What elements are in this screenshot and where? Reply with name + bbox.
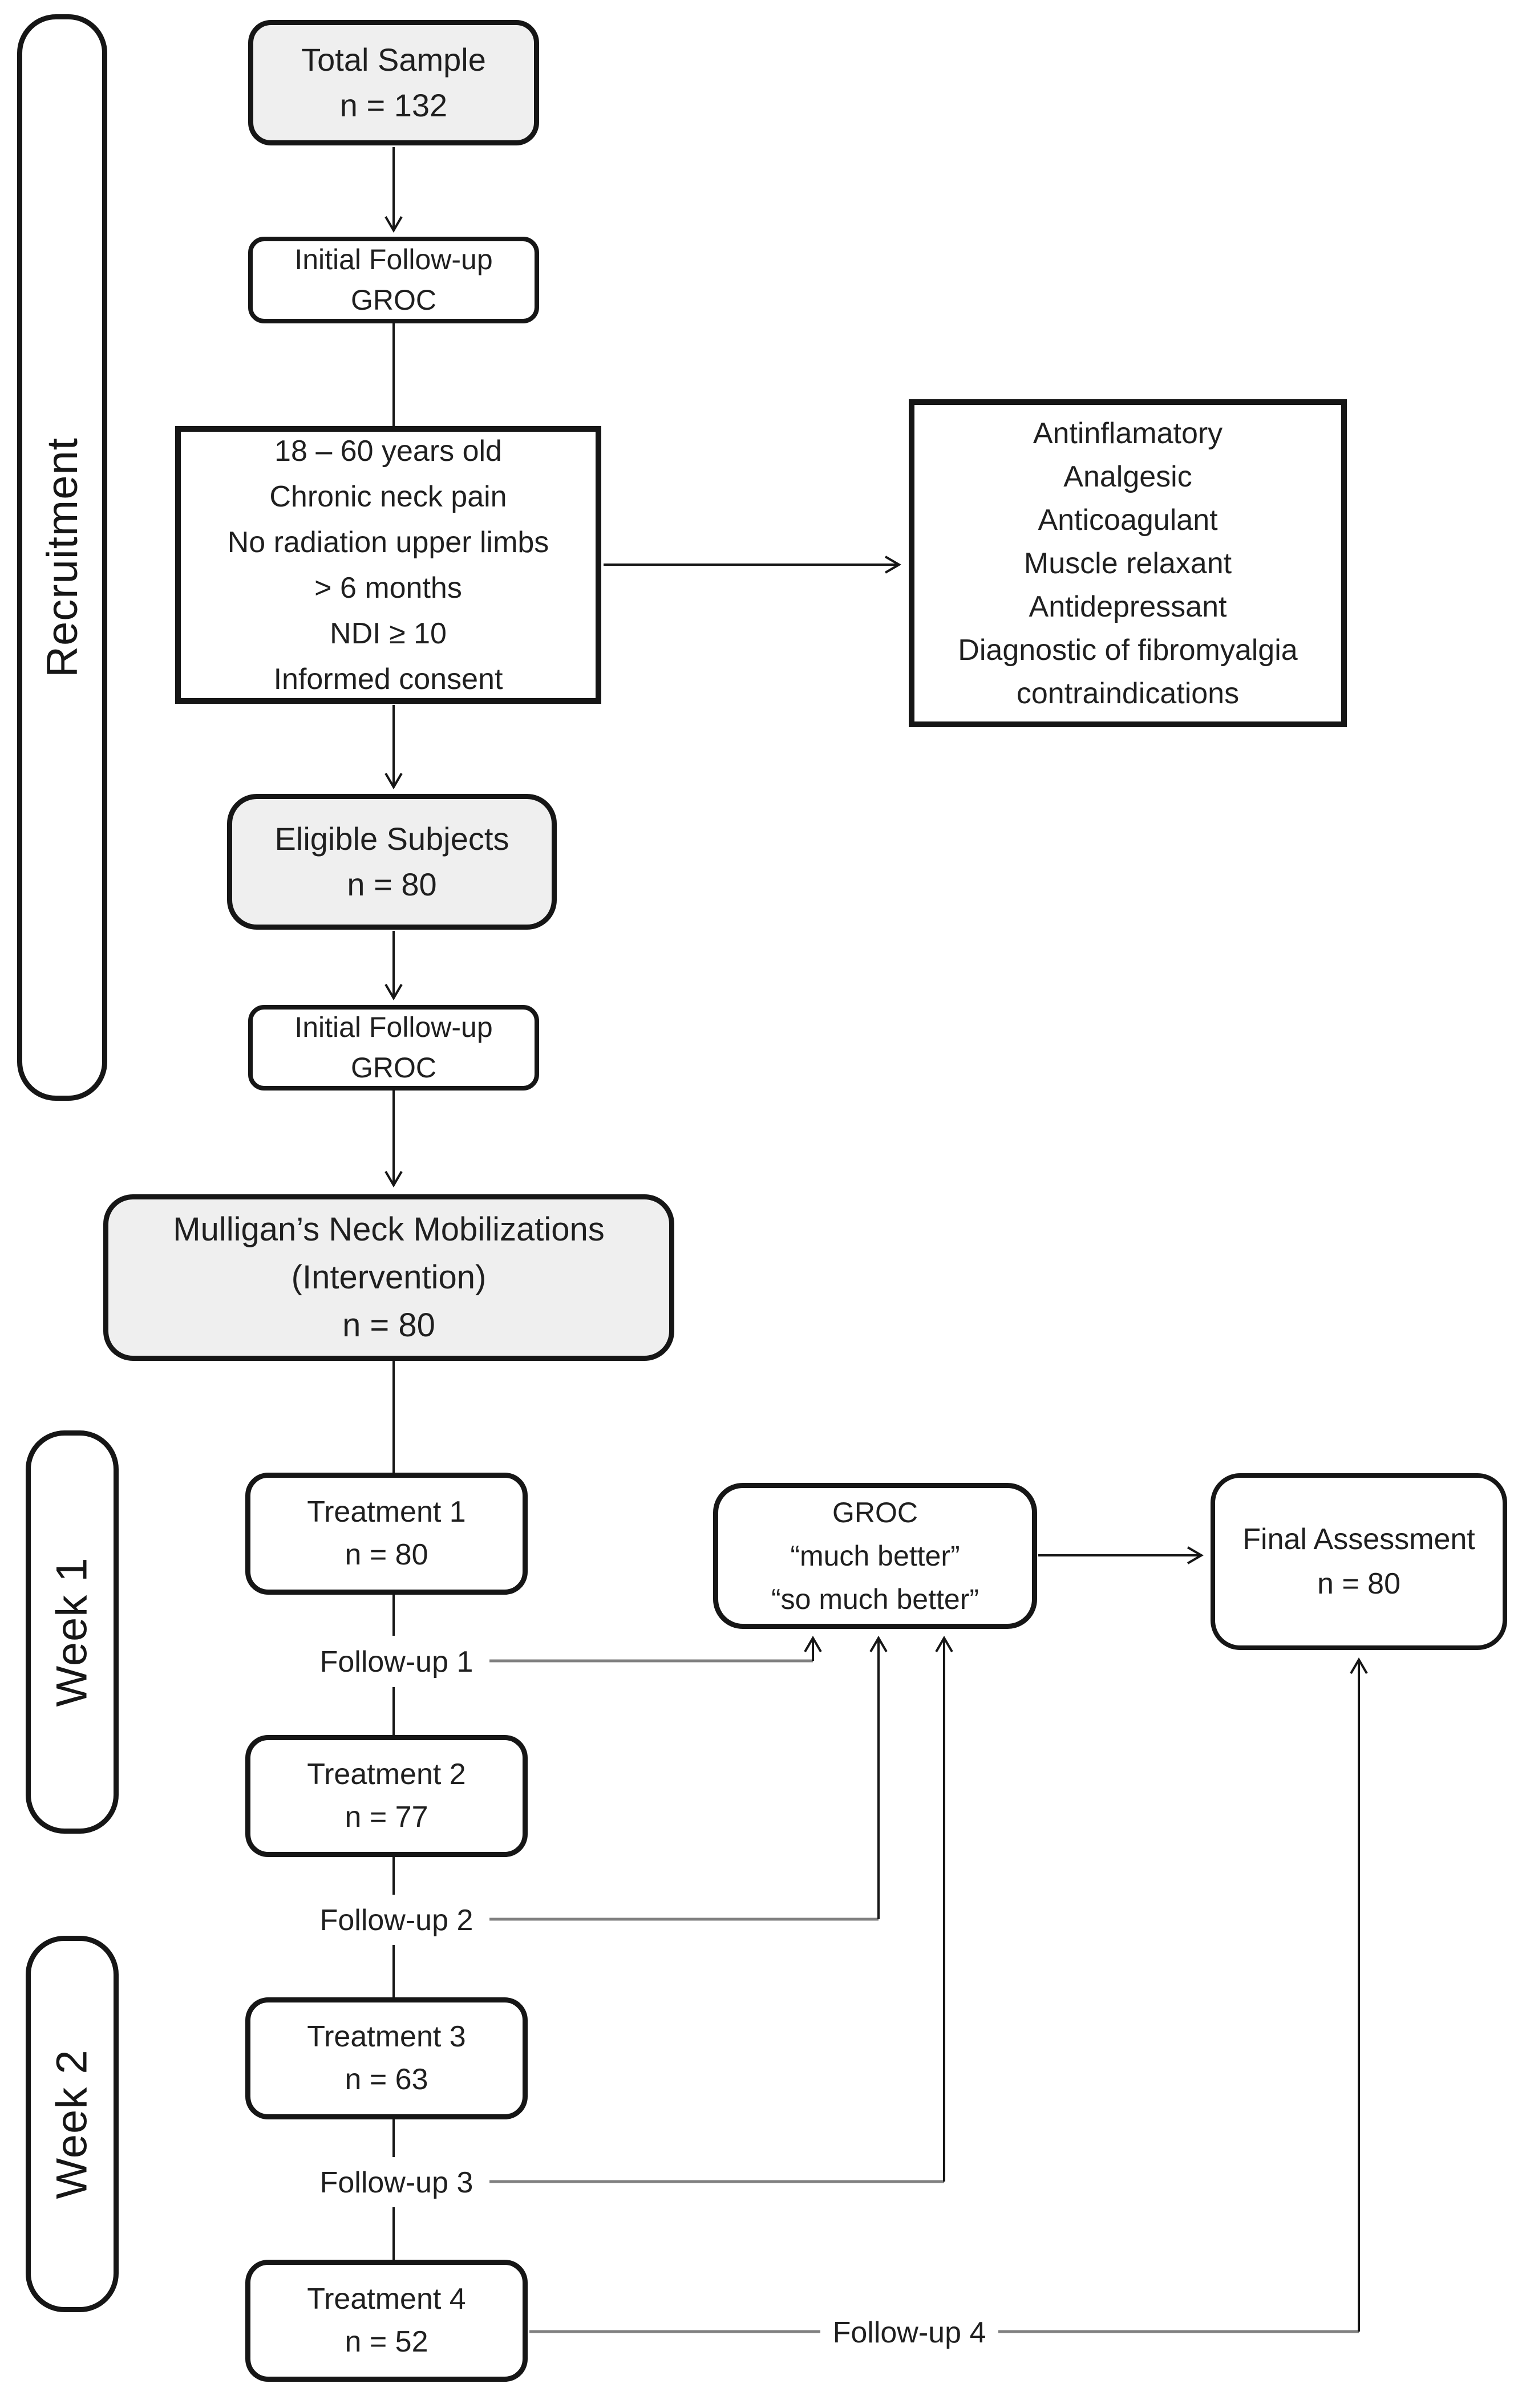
bracket-week-1: Week 1 bbox=[26, 1430, 119, 1834]
box-inclusion-criteria: 18 – 60 years old Chronic neck pain No r… bbox=[175, 426, 601, 704]
criteria-line3: No radiation upper limbs bbox=[227, 525, 549, 559]
exclusion-line2: Analgesic bbox=[1063, 460, 1192, 493]
box-initial-followup-groc-1: Initial Follow-up GROC bbox=[248, 237, 539, 323]
box-exclusion-medications: Antinflamatory Analgesic Anticoagulant M… bbox=[909, 399, 1347, 727]
box-total-sample-line1: Total Sample bbox=[301, 42, 486, 78]
box-groc-line3: “so much better” bbox=[771, 1583, 979, 1615]
box-initial-followup-groc-2: Initial Follow-up GROC bbox=[248, 1005, 539, 1091]
box-treatment-1: Treatment 1 n = 80 bbox=[245, 1473, 528, 1595]
box-initial-followup-1-line2: GROC bbox=[351, 284, 436, 316]
box-treatment2-line2: n = 77 bbox=[345, 1801, 428, 1834]
box-groc-outcome: GROC “much better” “so much better” bbox=[713, 1483, 1037, 1629]
box-mulligans-intervention: Mulligan’s Neck Mobilizations (Intervent… bbox=[103, 1194, 674, 1361]
bracket-week-2-label: Week 2 bbox=[48, 2049, 96, 2199]
box-treatment4-line2: n = 52 bbox=[345, 2325, 428, 2358]
box-total-sample: Total Sample n = 132 bbox=[248, 20, 539, 145]
criteria-line4: > 6 months bbox=[314, 571, 462, 605]
exclusion-line1: Antinflamatory bbox=[1033, 416, 1223, 450]
exclusion-line6: Diagnostic of fibromyalgia bbox=[958, 633, 1298, 667]
box-eligible-line2: n = 80 bbox=[347, 866, 437, 902]
exclusion-line3: Anticoagulant bbox=[1038, 503, 1218, 537]
box-initial-followup-2-line1: Initial Follow-up bbox=[294, 1011, 493, 1043]
box-eligible-subjects: Eligible Subjects n = 80 bbox=[227, 794, 557, 930]
box-initial-followup-2-line2: GROC bbox=[351, 1052, 436, 1084]
bracket-recruitment-label: Recruitment bbox=[38, 437, 87, 678]
label-follow-up-3: Follow-up 3 bbox=[319, 2166, 473, 2199]
box-final-line2: n = 80 bbox=[1317, 1567, 1401, 1600]
box-total-sample-line2: n = 132 bbox=[339, 87, 448, 123]
box-treatment2-line1: Treatment 2 bbox=[307, 1757, 466, 1791]
box-treatment1-line1: Treatment 1 bbox=[307, 1495, 466, 1529]
box-treatment1-line2: n = 80 bbox=[345, 1538, 428, 1571]
box-groc-line2: “much better” bbox=[790, 1540, 960, 1572]
box-treatment3-line2: n = 63 bbox=[345, 2063, 428, 2096]
box-treatment-4: Treatment 4 n = 52 bbox=[245, 2260, 528, 2382]
box-initial-followup-1-line1: Initial Follow-up bbox=[294, 244, 493, 275]
box-treatment4-line1: Treatment 4 bbox=[307, 2282, 466, 2316]
label-follow-up-2: Follow-up 2 bbox=[319, 1904, 473, 1937]
box-eligible-line1: Eligible Subjects bbox=[274, 821, 509, 857]
box-groc-line1: GROC bbox=[832, 1497, 918, 1529]
bracket-week-2: Week 2 bbox=[26, 1936, 119, 2312]
box-treatment-3: Treatment 3 n = 63 bbox=[245, 1997, 528, 2119]
exclusion-line5: Antidepressant bbox=[1029, 590, 1227, 623]
box-treatment-2: Treatment 2 n = 77 bbox=[245, 1735, 528, 1857]
box-mulligans-line2: (Intervention) bbox=[291, 1259, 487, 1296]
box-mulligans-line1: Mulligan’s Neck Mobilizations bbox=[173, 1211, 605, 1248]
criteria-line2: Chronic neck pain bbox=[269, 480, 507, 513]
exclusion-line7: contraindications bbox=[1016, 676, 1240, 710]
exclusion-line4: Muscle relaxant bbox=[1023, 546, 1232, 580]
criteria-line1: 18 – 60 years old bbox=[274, 434, 502, 468]
label-follow-up-4: Follow-up 4 bbox=[832, 2316, 986, 2349]
label-follow-up-1: Follow-up 1 bbox=[319, 1645, 473, 1679]
criteria-line6: Informed consent bbox=[273, 662, 503, 696]
box-mulligans-line3: n = 80 bbox=[342, 1307, 435, 1344]
box-final-line1: Final Assessment bbox=[1242, 1523, 1475, 1556]
bracket-recruitment: Recruitment bbox=[17, 14, 107, 1101]
bracket-week-1-label: Week 1 bbox=[48, 1557, 96, 1707]
box-final-assessment: Final Assessment n = 80 bbox=[1211, 1473, 1507, 1650]
box-treatment3-line1: Treatment 3 bbox=[307, 2020, 466, 2053]
criteria-line5: NDI ≥ 10 bbox=[330, 617, 447, 650]
